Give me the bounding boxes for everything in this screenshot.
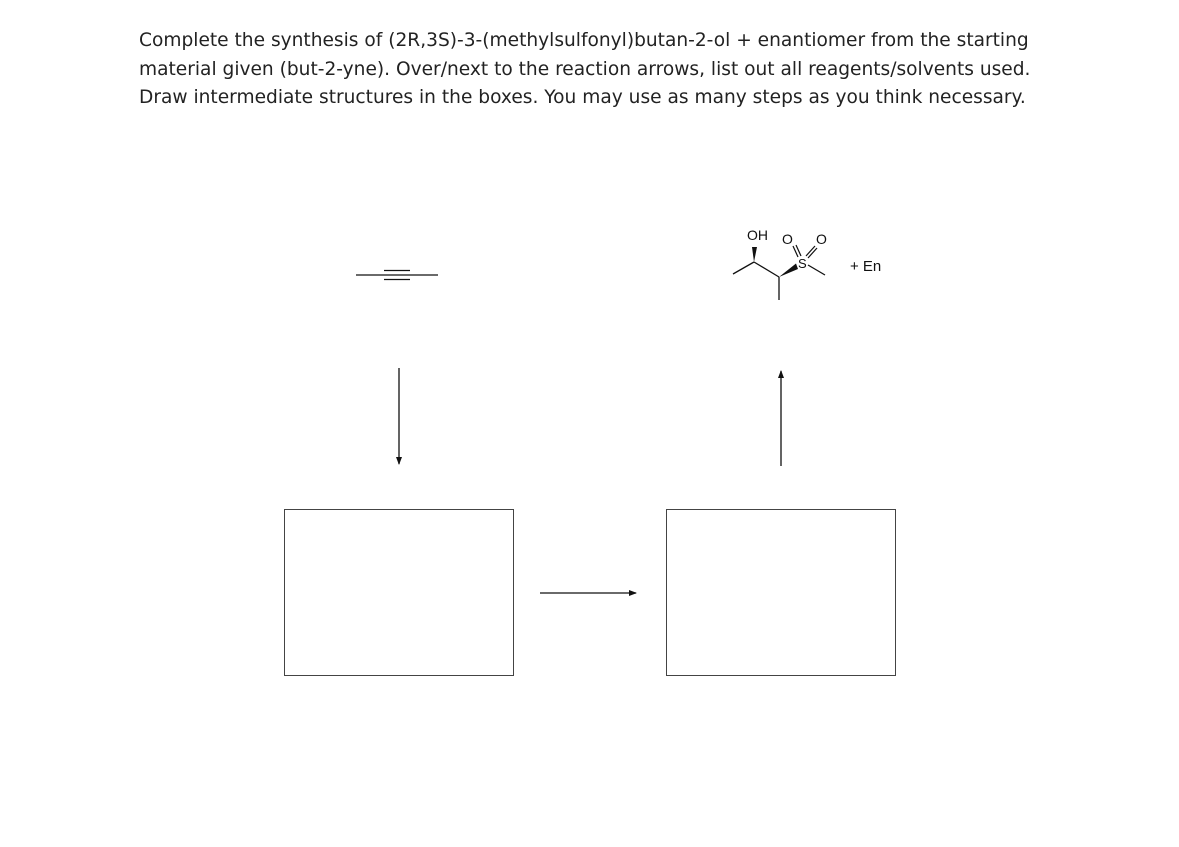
s-wedge-bond	[779, 263, 798, 277]
instruction-line-1: Complete the synthesis of (2R,3S)-3-(met…	[139, 30, 1029, 51]
sulfonyl-o-label-2: O	[816, 231, 827, 247]
oh-label: OH	[747, 227, 768, 243]
c1-c2-bond	[732, 261, 755, 275]
instruction-line-2: material given (but-2-yne). Over/next to…	[139, 58, 1031, 80]
c2-c3-bond	[753, 261, 780, 278]
sulfonyl-o-label-1: O	[782, 231, 793, 247]
instruction-line-3: Draw intermediate structures in the boxe…	[139, 87, 1026, 108]
s-o-double-bond-2a	[805, 245, 816, 257]
intermediate-box-2[interactable]	[666, 509, 896, 676]
instructions: Complete the synthesis of (2R,3S)-3-(met…	[139, 27, 1099, 113]
s-methyl-bond	[807, 264, 826, 276]
intermediate-box-1[interactable]	[284, 509, 514, 676]
oh-wedge-bond	[752, 247, 757, 262]
s-o-double-bond-2b	[807, 247, 818, 259]
starting-material-but-2-yne	[356, 269, 438, 281]
product-structure: OH O O S	[732, 227, 827, 300]
sulfur-label: S	[798, 256, 807, 271]
enantiomer-label: + En	[850, 258, 882, 275]
s-o-double-bond-1b	[795, 244, 802, 257]
s-o-double-bond-1a	[792, 245, 799, 258]
